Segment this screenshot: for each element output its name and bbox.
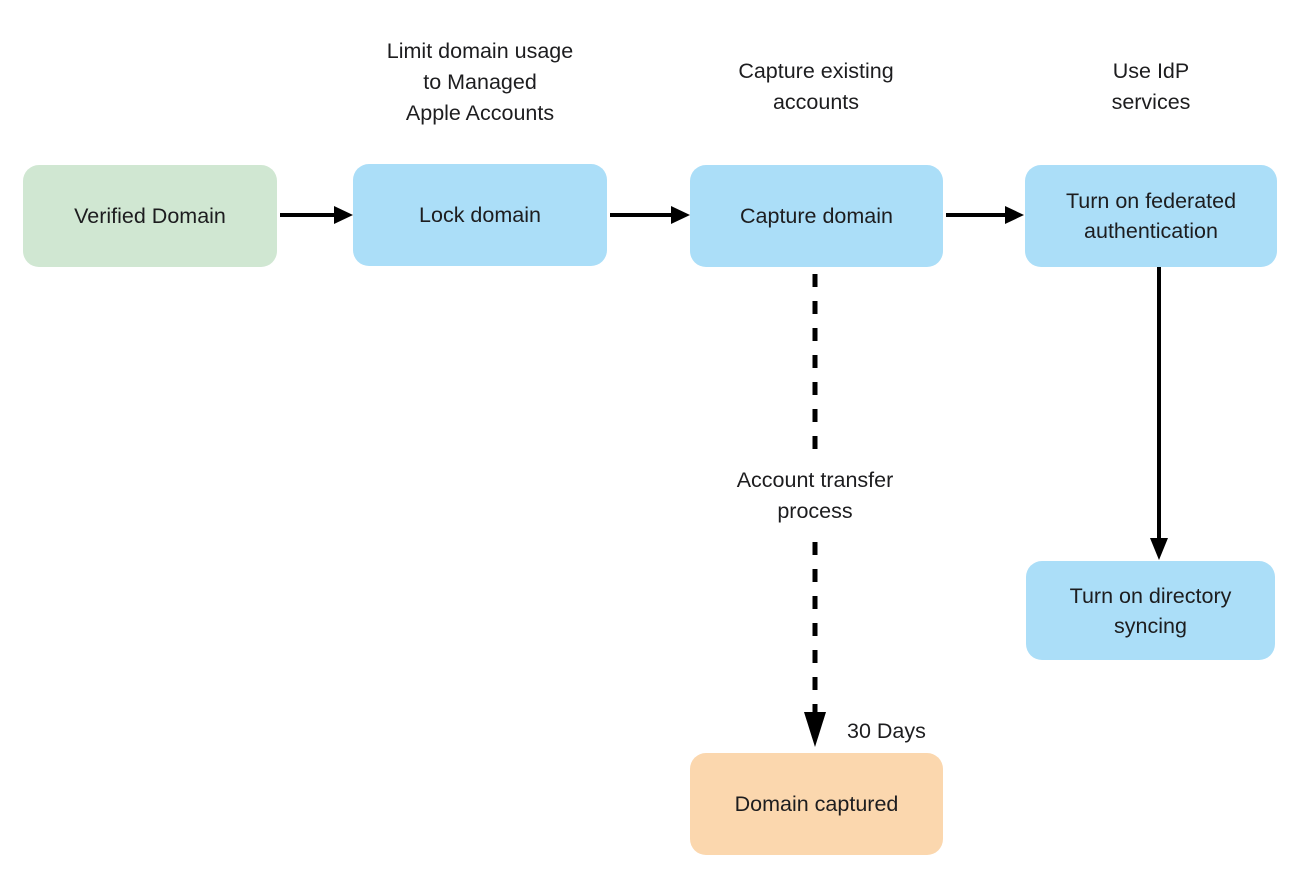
node-capture-domain: Capture domain (690, 165, 943, 267)
annotation-limit-domain-usage: Limit domain usage to Managed Apple Acco… (386, 39, 574, 125)
arrow-lock-to-capture (610, 206, 690, 224)
arrow-capture-to-federated (946, 206, 1024, 224)
annotation-account-transfer-process: Account transfer process (736, 468, 894, 523)
annotation-capture-existing-accounts: Capture existing accounts (738, 59, 894, 114)
node-verified-domain: Verified Domain (23, 165, 277, 267)
node-domain-captured: Domain captured (690, 753, 943, 855)
arrow-verified-to-lock (280, 206, 353, 224)
annotation-use-idp-services: Use IdP services (1111, 59, 1191, 114)
annotation-30-days: 30 Days (847, 719, 926, 743)
node-turn-on-federated-authentication: Turn on federated authentication (1025, 165, 1277, 267)
arrow-federated-to-directory (1150, 267, 1168, 560)
node-lock-domain: Lock domain (353, 164, 607, 266)
node-turn-on-directory-syncing: Turn on directory syncing (1026, 561, 1275, 660)
